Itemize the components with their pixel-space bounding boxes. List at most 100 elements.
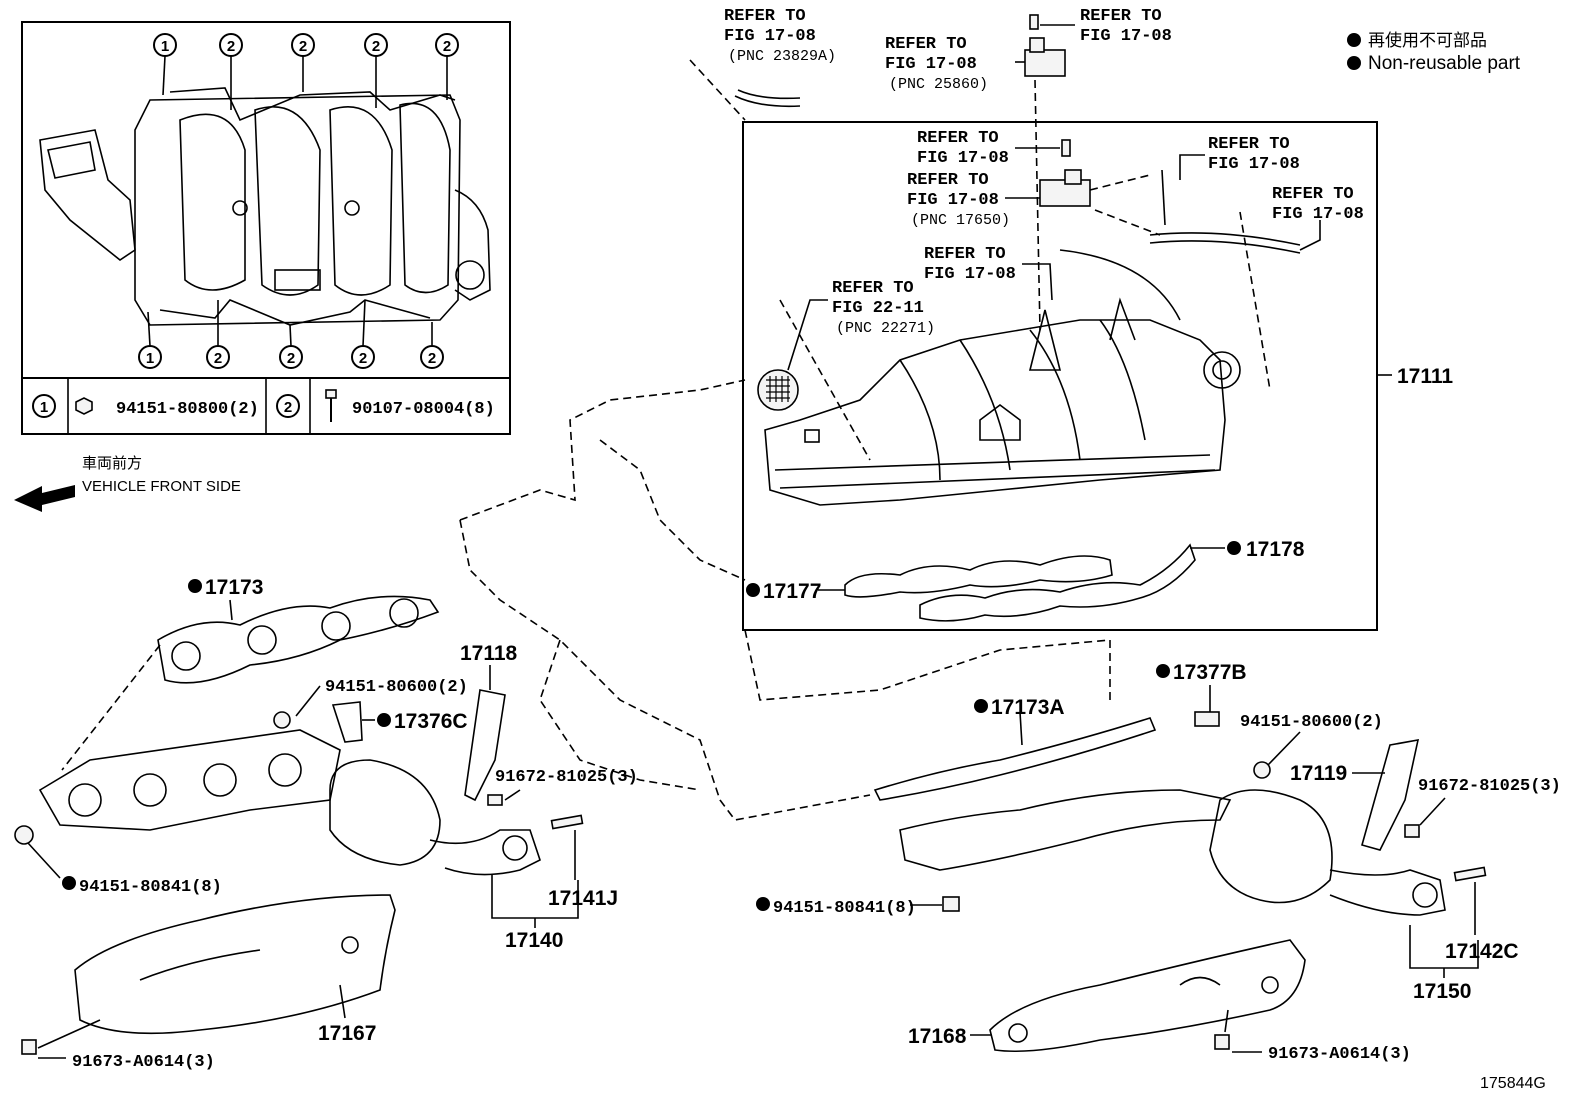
refer-23829a: REFER TO FIG 17-08 (PNC 23829A) <box>689 7 836 121</box>
nut-icon <box>942 896 960 912</box>
svg-text:REFER TO: REFER TO <box>1080 7 1162 26</box>
label-17173: 17173 <box>61 576 263 771</box>
exhaust-manifold-right <box>899 789 1446 916</box>
label-91673a0614-right: 91673-A0614(3) <box>1214 1009 1411 1064</box>
figure-id: 175844G <box>1480 1075 1546 1092</box>
svg-text:17167: 17167 <box>318 1022 376 1045</box>
intake-manifold-top-view <box>39 87 491 326</box>
svg-text:17150: 17150 <box>1413 980 1471 1003</box>
svg-text:FIG 17-08: FIG 17-08 <box>907 191 999 210</box>
svg-text:FIG 17-08: FIG 17-08 <box>724 27 816 46</box>
svg-text:REFER TO: REFER TO <box>907 171 989 190</box>
svg-text:FIG 17-08: FIG 17-08 <box>917 149 1009 168</box>
exhaust-manifold-left <box>38 729 541 876</box>
svg-text:1: 1 <box>146 350 154 367</box>
label-17140: 17140 <box>491 875 579 952</box>
bracket-17376c <box>331 701 363 743</box>
svg-text:90107-08004(8): 90107-08004(8) <box>352 400 495 419</box>
svg-text:91672-81025(3): 91672-81025(3) <box>495 768 638 787</box>
stud-17141j: 17141J <box>548 814 618 910</box>
svg-text:17119: 17119 <box>1290 762 1347 785</box>
label-9415180841-left: 94151-80841(8) <box>14 825 222 897</box>
label-17177: 17177 <box>746 580 845 603</box>
inset-marker-bottom-2: 2 <box>206 345 230 369</box>
inset-marker-top-5: 2 <box>435 33 459 57</box>
svg-text:REFER TO: REFER TO <box>832 279 914 298</box>
svg-text:2: 2 <box>372 38 380 55</box>
svg-text:2: 2 <box>214 350 222 367</box>
svg-text:2: 2 <box>284 399 292 416</box>
label-9167281025-left: 91672-81025(3) <box>487 768 638 806</box>
bracket-17377b <box>1194 711 1220 727</box>
inset-marker-top-4: 2 <box>364 33 388 57</box>
label-17178: 17178 <box>1190 538 1305 561</box>
label-9167281025-right: 91672-81025(3) <box>1404 777 1561 838</box>
label-9415180600-left: 94151-80600(2) <box>273 678 468 729</box>
inset-panel: 1 2 2 2 2 1 2 2 2 2 1 <box>21 21 511 435</box>
inset-marker-bottom-5: 2 <box>420 345 444 369</box>
refer-17-08-a: REFER TO FIG 17-08 <box>917 129 1071 168</box>
label-17377b: 17377B <box>1156 661 1247 727</box>
inset-marker-top-1: 1 <box>153 33 177 57</box>
svg-text:REFER TO: REFER TO <box>1272 185 1354 204</box>
label-9415180841-right: 94151-80841(8) <box>756 896 960 918</box>
label-91673a0614-left: 91673-A0614(3) <box>21 1019 215 1072</box>
gasket-22271 <box>757 369 799 411</box>
legend: 再使用不可部品 Non-reusable part <box>1347 30 1521 74</box>
nut-icon <box>75 397 93 415</box>
svg-text:17173A: 17173A <box>991 696 1065 719</box>
refer-17650: REFER TO FIG 17-08 (PNC 17650) <box>907 169 1161 236</box>
svg-text:2: 2 <box>443 38 451 55</box>
svg-text:車両前方: 車両前方 <box>82 455 142 472</box>
label-17119: 17119 <box>1290 739 1420 851</box>
svg-text:1: 1 <box>40 399 48 416</box>
svg-text:17142C: 17142C <box>1445 940 1519 963</box>
svg-text:1: 1 <box>161 38 169 55</box>
inset-marker-bottom-4: 2 <box>351 345 375 369</box>
inset-markers-top: 1 2 2 2 2 <box>153 33 459 110</box>
refer-17-08-d: REFER TO FIG 17-08 <box>924 245 1181 321</box>
svg-text:17173: 17173 <box>205 576 263 599</box>
refer-17-08-c: REFER TO FIG 17-08 <box>1149 185 1364 391</box>
svg-text:(PNC 22271): (PNC 22271) <box>836 320 935 337</box>
inset-table-row-1: 1 94151-80800(2) <box>32 394 259 419</box>
svg-text:2: 2 <box>227 38 235 55</box>
svg-text:(PNC 17650): (PNC 17650) <box>911 212 1010 229</box>
inset-marker-bottom-1: 1 <box>138 345 162 369</box>
bolt-icon <box>21 1039 37 1055</box>
refer-25860: REFER TO FIG 17-08 (PNC 25860) <box>885 35 1066 331</box>
svg-text:91672-81025(3): 91672-81025(3) <box>1418 777 1561 796</box>
inset-marker-top-3: 2 <box>291 33 315 57</box>
bolt-icon <box>487 794 503 806</box>
svg-text:17118: 17118 <box>460 642 518 665</box>
intake-manifold-box: 17111 <box>742 121 1453 631</box>
svg-text:94151-80841(8): 94151-80841(8) <box>773 899 916 918</box>
inset-markers-bottom: 1 2 2 2 2 <box>138 299 444 369</box>
svg-text:FIG 17-08: FIG 17-08 <box>1080 27 1172 46</box>
label-17150: 17150 <box>1409 925 1479 1003</box>
svg-text:17376C: 17376C <box>394 710 468 733</box>
stud-17142c: 17142C <box>1445 866 1519 963</box>
gasket-17173 <box>157 595 440 684</box>
svg-text:2: 2 <box>299 38 307 55</box>
svg-text:REFER TO: REFER TO <box>724 7 806 26</box>
refer-22271: REFER TO FIG 22-11 (PNC 22271) <box>779 279 935 461</box>
svg-text:94151-80841(8): 94151-80841(8) <box>79 878 222 897</box>
heat-insulator-17168: 17168 <box>908 939 1306 1053</box>
gasket-17177 <box>844 543 1196 622</box>
svg-text:2: 2 <box>287 350 295 367</box>
nut-icon <box>14 825 34 845</box>
svg-text:17377B: 17377B <box>1173 661 1247 684</box>
svg-text:VEHICLE FRONT SIDE: VEHICLE FRONT SIDE <box>82 478 241 495</box>
intake-manifold <box>764 297 1241 506</box>
refer-17-08-b: REFER TO FIG 17-08 <box>1161 135 1300 226</box>
svg-text:17178: 17178 <box>1246 538 1305 561</box>
svg-text:(PNC 23829A): (PNC 23829A) <box>728 48 836 65</box>
vsv-valve-middle <box>1039 169 1091 207</box>
svg-text:91673-A0614(3): 91673-A0614(3) <box>1268 1045 1411 1064</box>
heat-insulator-17167: 17167 <box>74 894 396 1045</box>
vehicle-front-direction: 車両前方 VEHICLE FRONT SIDE <box>14 455 241 512</box>
refer-17-08-top: REFER TO FIG 17-08 <box>1029 7 1172 46</box>
svg-text:FIG 17-08: FIG 17-08 <box>885 55 977 74</box>
svg-text:2: 2 <box>359 350 367 367</box>
